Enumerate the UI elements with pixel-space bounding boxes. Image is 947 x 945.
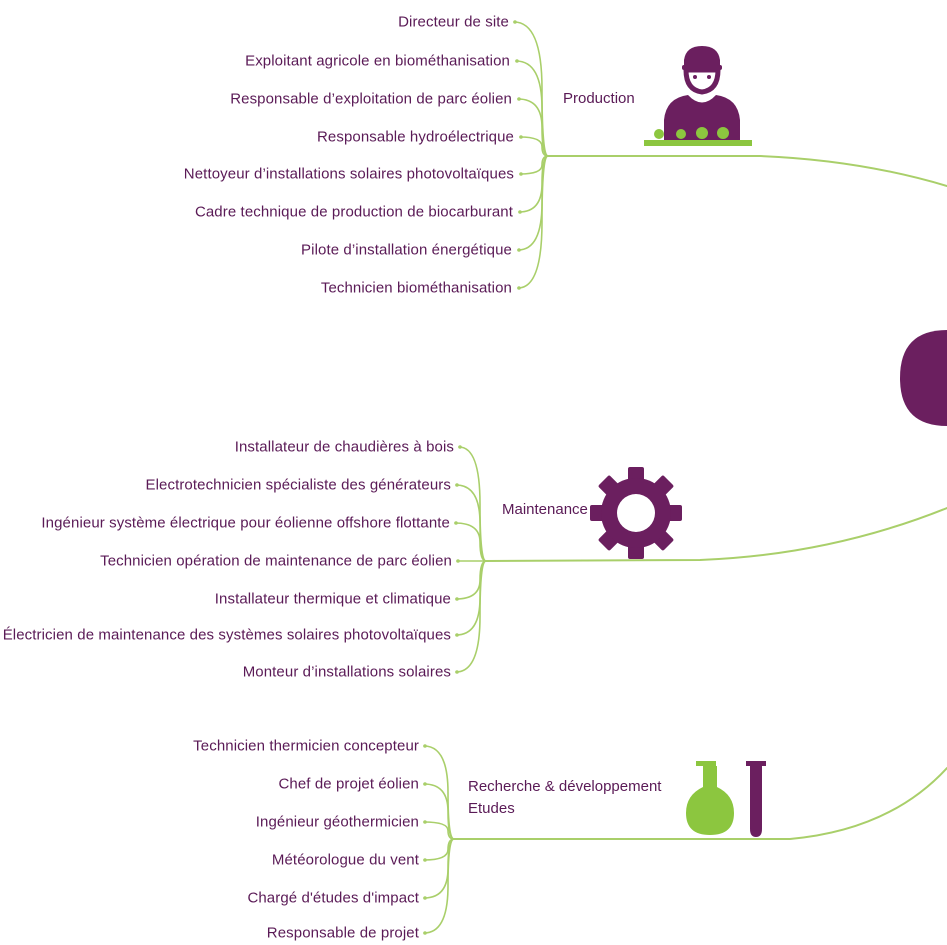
connector-dot (455, 597, 459, 601)
connector-dot (517, 286, 521, 290)
connector-dot (423, 858, 427, 862)
connector-dot (515, 59, 519, 63)
bracket-line (454, 522, 487, 562)
connector-dot (423, 931, 427, 935)
central-node (900, 330, 947, 431)
list-item: Chef de projet éolien (278, 775, 419, 793)
list-item: Installateur thermique et climatique (214, 590, 451, 608)
connector-dot (458, 445, 462, 449)
connector-dot (513, 20, 517, 24)
connector-dot (517, 97, 521, 101)
list-item: Nettoyeur d’installations solaires photo… (183, 165, 514, 183)
bracket-line (519, 136, 549, 157)
list-item: Exploitant agricole en biométhanisation (245, 52, 510, 70)
bracket-line (455, 560, 487, 673)
category-label-research: Recherche & développement Etudes (468, 776, 661, 820)
list-item: Installateur de chaudières à bois (234, 438, 454, 456)
connector-dot (423, 896, 427, 900)
connector-dot (423, 744, 427, 748)
bracket-line (423, 838, 455, 861)
bracket-line (423, 783, 455, 840)
bracket-line (517, 98, 549, 157)
list-item: Technicien opération de maintenance de p… (100, 552, 452, 570)
list-item: Monteur d’installations solaires (242, 663, 451, 681)
trunk-line (547, 155, 947, 187)
gear-icon (586, 463, 686, 568)
connector-dot (456, 559, 460, 563)
list-item: Technicien biométhanisation (320, 279, 512, 297)
connector-dot (423, 820, 427, 824)
category-label-maintenance: Maintenance (502, 499, 588, 521)
bracket-line (517, 155, 549, 289)
list-item: Météorologue du vent (271, 851, 419, 869)
connector-dot (519, 172, 523, 176)
bracket-line (515, 60, 549, 157)
list-item: Technicien thermicien concepteur (193, 737, 419, 755)
list-item: Chargé d'études d'impact (247, 889, 419, 907)
connector-dot (454, 521, 458, 525)
bracket-line (423, 838, 455, 934)
list-item: Cadre technique de production de biocarb… (194, 203, 513, 221)
bracket-line (458, 446, 487, 562)
connector-dot (518, 210, 522, 214)
list-item: Responsable de projet (266, 924, 419, 942)
bracket-line (455, 484, 487, 562)
category-line: Recherche & développement (468, 778, 662, 795)
category-line: Production (563, 90, 635, 107)
list-item: Ingénieur système électrique pour éolien… (41, 514, 450, 532)
list-item: Ingénieur géothermicien (255, 813, 419, 831)
trunk-line (485, 507, 947, 562)
bracket-line (519, 155, 549, 175)
connector-dot (455, 483, 459, 487)
worker-icon (640, 40, 760, 157)
bracket-line (423, 821, 455, 840)
list-item: Responsable hydroélectrique (317, 128, 514, 146)
list-item: Responsable d’exploitation de parc éolie… (230, 90, 512, 108)
connector-dot (517, 248, 521, 252)
trunk-line (453, 767, 947, 840)
bracket-line (423, 745, 455, 840)
category-line: Maintenance (502, 501, 588, 518)
connector-dot (519, 135, 523, 139)
connector-dot (455, 633, 459, 637)
list-item: Directeur de site (398, 13, 509, 31)
category-label-production: Production (563, 88, 635, 110)
connector-dot (455, 670, 459, 674)
list-item: Electrotechnicien spécialiste des généra… (145, 476, 451, 494)
list-item: Électricien de maintenance des systèmes … (2, 626, 451, 644)
flask-icon (684, 757, 770, 844)
list-item: Pilote d’installation énergétique (301, 241, 512, 259)
connector-dot (423, 782, 427, 786)
category-line: Etudes (468, 799, 515, 817)
